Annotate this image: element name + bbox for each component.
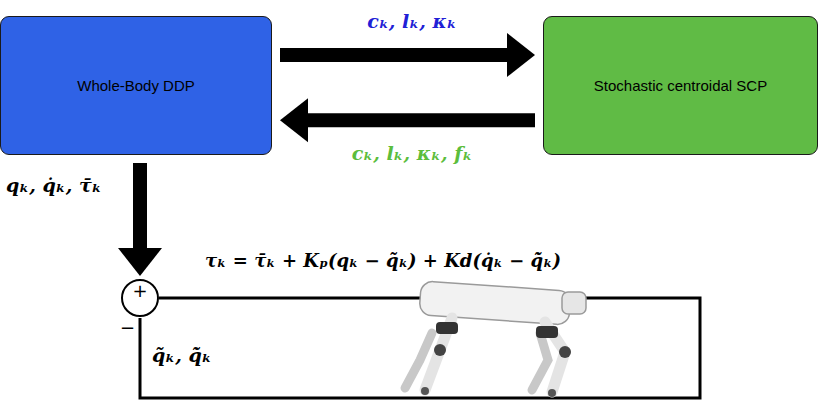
arrow-shaft — [306, 113, 535, 127]
box-label: Stochastic centroidal SCP — [594, 77, 767, 94]
box-label: Whole-Body DDP — [77, 77, 195, 94]
edge-label: cₖ, lₖ, κₖ — [367, 10, 456, 34]
connector-arrow — [118, 163, 162, 276]
arrow-head — [280, 98, 308, 142]
connector-arrow — [280, 33, 535, 77]
summing-junction: +− — [121, 279, 159, 317]
junction-circle — [122, 280, 158, 316]
connector-arrow — [280, 98, 535, 142]
edge-label: cₖ, lₖ, κₖ, fₖ — [352, 142, 473, 166]
measured-state: q̃ₖ, q̃̇ₖ — [152, 344, 212, 368]
arrow-shaft — [280, 48, 509, 62]
process-box: Stochastic centroidal SCP — [543, 16, 818, 155]
feedback-wire — [140, 298, 700, 398]
arrow-head — [118, 248, 162, 276]
minus-sign: − — [120, 319, 135, 337]
process-box: Whole-Body DDP — [0, 16, 272, 155]
edge-label: qₖ, q̇ₖ, τ̄ₖ — [6, 174, 102, 198]
arrow-shaft — [133, 163, 147, 250]
control-law: τₖ = τ̄ₖ + Kₚ(qₖ − q̃ₖ) + Kd(q̇ₖ − q̃̇ₖ) — [205, 250, 561, 273]
arrow-head — [507, 33, 535, 77]
plus-sign: + — [132, 282, 147, 300]
quadruped-robot — [405, 281, 586, 397]
